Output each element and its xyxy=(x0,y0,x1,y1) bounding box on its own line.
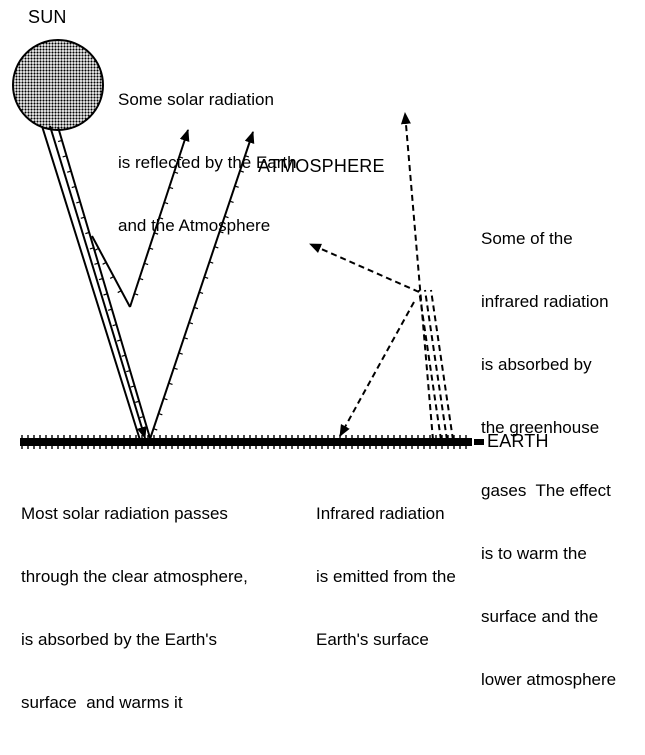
ray-tick xyxy=(199,291,204,295)
reflected-caption: Some solar radiation is reflected by the… xyxy=(118,47,297,278)
ray-tick xyxy=(112,323,117,327)
greenhouse-line-2: infrared radiation xyxy=(481,292,609,311)
ray-tick xyxy=(209,261,214,264)
ray-tick xyxy=(67,170,72,173)
solar-line-3: is absorbed by the Earth's xyxy=(21,630,218,649)
ray-tick xyxy=(62,155,67,158)
ray-tick xyxy=(173,367,178,370)
ray-tick-marks xyxy=(57,139,250,431)
ray-tick xyxy=(116,339,122,342)
ray-tick xyxy=(126,369,131,373)
greenhouse-line-3: is absorbed by xyxy=(481,355,592,374)
ray-tick xyxy=(57,139,63,143)
ray-tick xyxy=(139,416,144,419)
ray-tick xyxy=(163,397,168,401)
solar-absorbed-caption: Most solar radiation passes through the … xyxy=(21,461,248,755)
ray-tick xyxy=(204,276,209,279)
greenhouse-line-7: surface and the xyxy=(481,607,599,626)
ray-tick xyxy=(239,170,244,173)
ray-tick xyxy=(154,232,159,235)
solar-line-2: through the clear atmosphere, xyxy=(21,567,248,586)
ray-tick xyxy=(94,262,99,265)
infrared-rays xyxy=(309,112,454,441)
greenhouse-line-1: Some of the xyxy=(481,229,573,248)
ray-tick xyxy=(174,171,179,174)
ray-tick xyxy=(121,354,126,357)
ray-tick xyxy=(214,246,219,249)
ray-tick xyxy=(109,276,114,279)
solar-line-1: Most solar radiation passes xyxy=(21,504,228,523)
ray-tick xyxy=(76,201,81,204)
diagram-drawing xyxy=(12,39,484,449)
ray-tick xyxy=(229,200,234,204)
ray-tick xyxy=(117,290,122,294)
ray-tick xyxy=(80,216,85,219)
ray-tick xyxy=(139,277,144,281)
ray-tick xyxy=(193,306,199,310)
infrared-line-2: is emitted from the xyxy=(316,567,456,586)
ray-tick xyxy=(178,352,183,355)
ray-tick xyxy=(188,321,194,325)
reflected-line-1: Some solar radiation xyxy=(118,90,274,109)
greenhouse-line-6: is to warm the xyxy=(481,544,587,563)
ray-tick xyxy=(94,247,99,251)
ray-tick xyxy=(144,262,149,266)
reflected-line-3: and the Atmosphere xyxy=(118,216,271,235)
ray-tick xyxy=(183,337,188,340)
ray-tick xyxy=(102,261,107,265)
ray-tick xyxy=(224,215,229,219)
greenhouse-line-5: gases The effect xyxy=(481,481,611,500)
sun xyxy=(12,39,104,131)
earth-label: EARTH xyxy=(487,431,549,451)
ray-tick xyxy=(169,186,174,190)
atmosphere-label: ATMOSPHERE xyxy=(258,156,385,176)
infrared-line-1: Infrared radiation xyxy=(316,504,445,523)
ray-tick xyxy=(164,201,169,205)
reflected-line-2: is reflected by the Earth xyxy=(118,153,297,172)
ray-tick xyxy=(168,382,173,386)
ray-tick xyxy=(130,385,135,388)
ray-tick xyxy=(244,155,250,158)
ray-tick xyxy=(71,185,76,189)
ray-tick xyxy=(135,400,140,403)
ray-tick xyxy=(159,217,164,220)
ray-tick xyxy=(179,156,184,159)
ray-tick xyxy=(158,412,163,416)
ray-tick xyxy=(103,293,108,296)
incoming-solar-rays xyxy=(41,125,151,441)
sun-label: SUN xyxy=(28,7,67,27)
solar-line-4: surface and warms it xyxy=(21,693,183,712)
atmosphere-reflection-ray xyxy=(91,129,190,308)
ray-tick xyxy=(153,428,158,431)
ray-tick xyxy=(85,231,90,235)
greenhouse-line-8: lower atmosphere xyxy=(481,670,617,689)
greenhouse-diagram: SUN Some solar radiation is reflected by… xyxy=(12,7,616,712)
greenhouse-line-4: the greenhouse xyxy=(481,418,600,437)
infrared-emitted-caption: Infrared radiation is emitted from the E… xyxy=(316,461,456,692)
greenhouse-caption: Some of the infrared radiation is absorb… xyxy=(481,186,616,732)
ray-tick xyxy=(107,308,113,311)
ray-tick xyxy=(234,185,239,188)
infrared-line-3: Earth's surface xyxy=(316,630,429,649)
ray-tick xyxy=(98,277,103,281)
ray-tick xyxy=(219,230,224,234)
ray-tick xyxy=(134,293,139,296)
ray-tick xyxy=(89,247,94,250)
earth-reflection-ray xyxy=(148,131,255,443)
ray-tick xyxy=(149,247,154,250)
earth-surface xyxy=(20,435,484,449)
